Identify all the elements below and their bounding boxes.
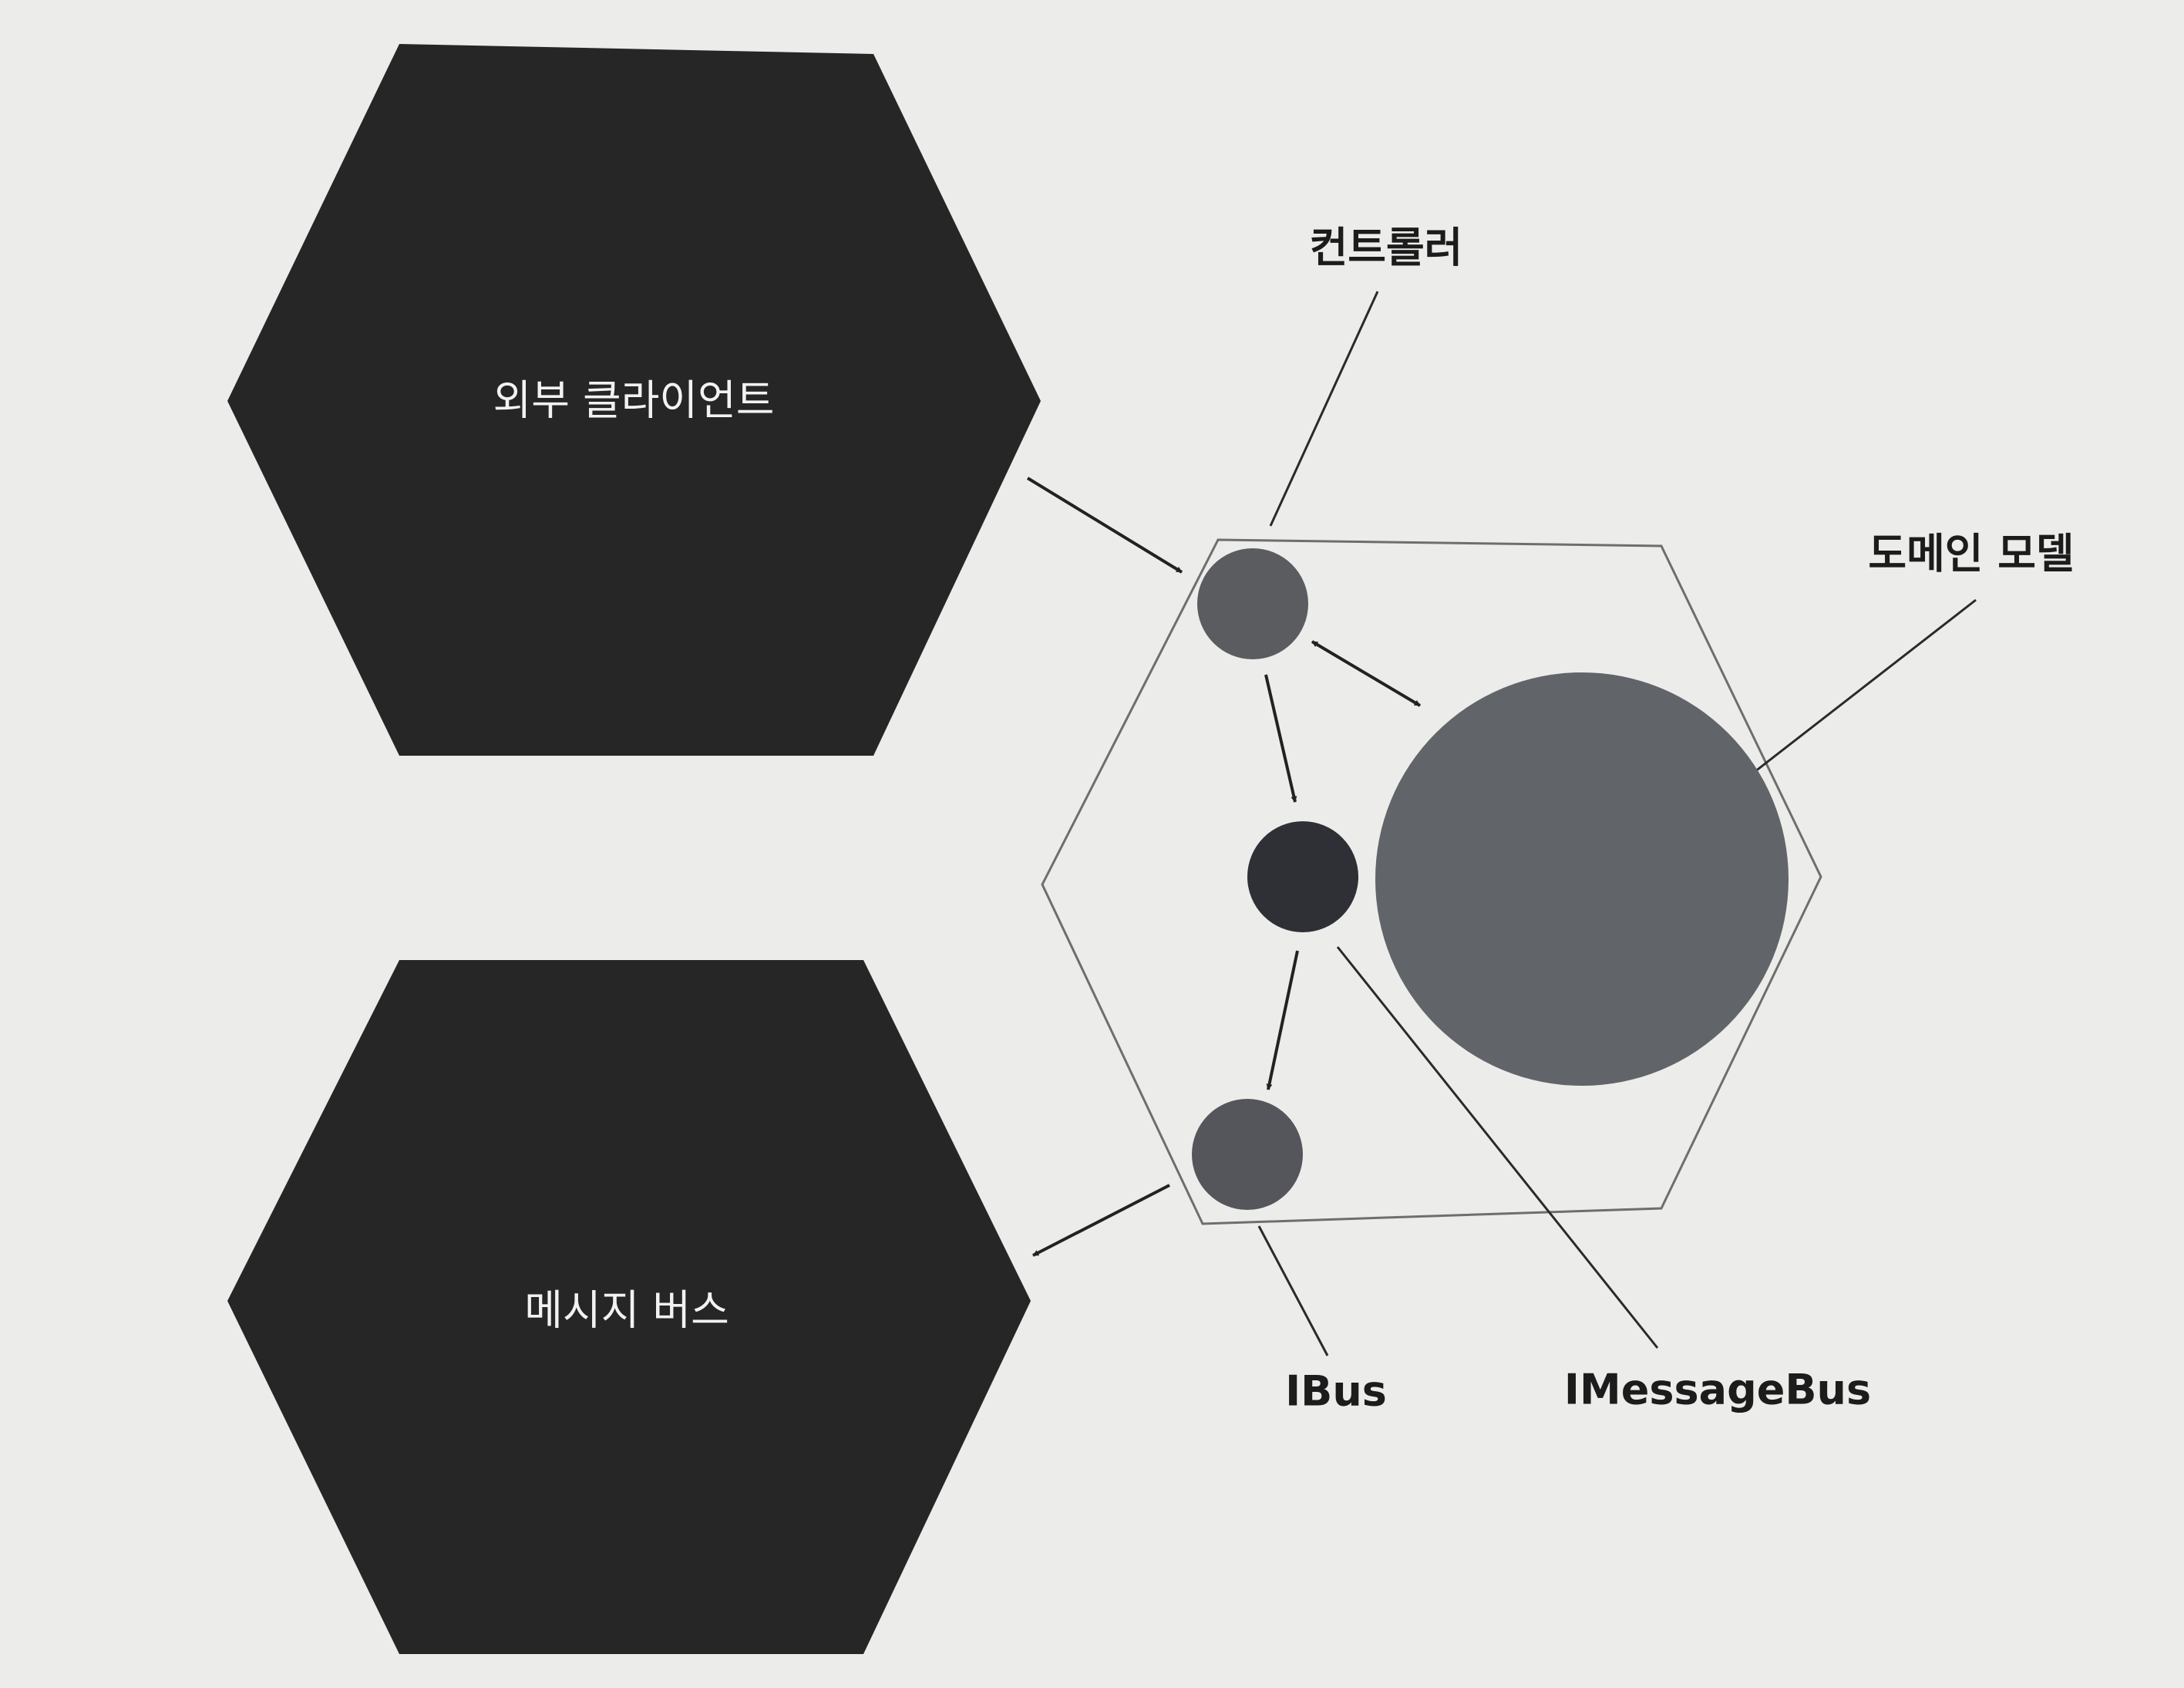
domain-model-leader-line — [1730, 598, 1977, 792]
external-client-label: 외부 클라이언트 — [493, 376, 775, 425]
imessagebus-node — [1247, 821, 1358, 932]
imessagebus-label: IMessageBus — [1564, 1366, 1871, 1414]
controller-label: 컨트롤러 — [1310, 224, 1463, 272]
message-bus-hexagon — [227, 960, 1031, 1654]
imessagebus-leader-line — [1336, 946, 1659, 1349]
ibus-leader-line — [1257, 1225, 1329, 1356]
arrow-controller-domain-model — [1311, 640, 1422, 707]
ibus-label: IBus — [1285, 1367, 1387, 1416]
arrow-imessagebus-to-ibus — [1266, 950, 1299, 1090]
controller-leader-line — [1269, 291, 1379, 527]
ibus-node — [1192, 1099, 1303, 1210]
arrow-controller-to-imessagebus — [1264, 674, 1297, 803]
domain-model-node — [1375, 672, 1789, 1086]
external-client-hexagon — [227, 44, 1041, 756]
application-hexagon — [1041, 538, 1822, 1225]
arrow-client-to-controller — [1026, 477, 1183, 574]
domain-model-label: 도메인 모델 — [1868, 530, 2074, 578]
controller-node — [1197, 548, 1308, 659]
arrow-ibus-to-message-bus — [1032, 1184, 1170, 1257]
message-bus-label: 메시지 버스 — [524, 1286, 729, 1335]
